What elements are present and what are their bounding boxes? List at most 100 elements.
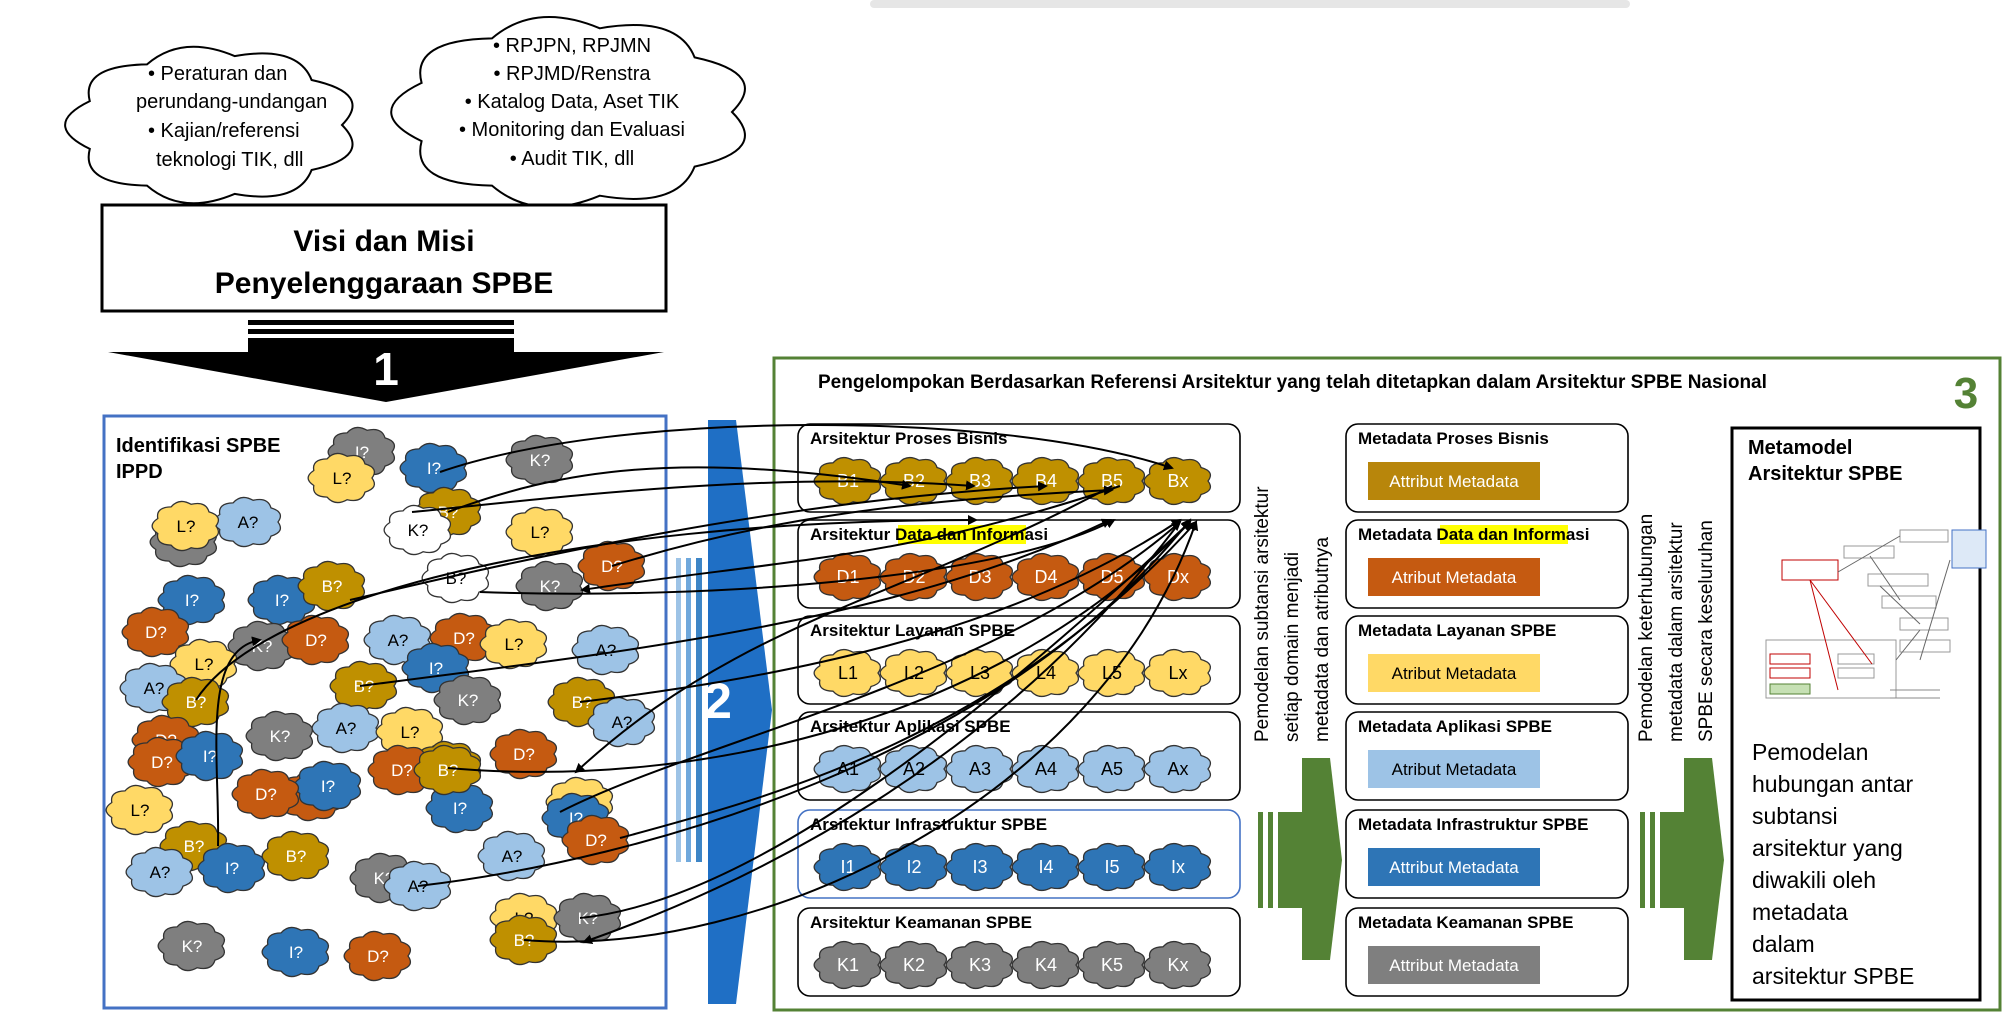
architecture-node: I3 [945,842,1014,892]
scattered-cloud-label: K? [458,691,479,710]
architecture-row-title: Arsitektur Proses Bisnis [810,429,1007,448]
architecture-node-label: Bx [1167,471,1188,491]
scattered-cloud: B? [261,830,330,882]
scattered-cloud-label: A? [502,847,523,866]
modeling-text-2: Pemodelan keterhubungan metadata dalam a… [1636,514,1717,742]
scattered-cloud: A? [213,496,282,548]
architecture-node-label: K5 [1101,955,1123,975]
metadata-attribute-box [1368,946,1540,984]
source-right-line: • Monitoring dan Evaluasi [459,119,685,141]
metadata-title: Metadata Proses Bisnis [1358,429,1549,448]
architecture-node-label: D4 [1034,567,1057,587]
scattered-cloud: D? [343,930,412,982]
scattered-cloud-label: L? [401,723,420,742]
metadata-title: Metadata Layanan SPBE [1358,621,1556,640]
architecture-node: I2 [879,842,948,892]
metadata-title: Metadata Data dan Informasi [1358,525,1589,544]
metadata-attribute-box [1368,750,1540,788]
scattered-cloud-label: A? [596,641,617,660]
metamodel-description-line: subtansi [1752,803,1838,829]
architecture-node-label: D5 [1100,567,1123,587]
connector-arrow [523,520,1199,943]
scattered-cloud: B? [161,676,230,728]
architecture-node-label: L4 [1036,663,1056,683]
architecture-node: Dx [1143,552,1212,602]
scattered-cloud-label: D? [305,631,327,650]
connector-arrows [195,424,1199,945]
source-right-line: • RPJPN, RPJMN [493,35,651,57]
scattered-cloud-label: I? [185,591,199,610]
architecture-node: D4 [1011,552,1080,602]
step1-label: 1 [373,343,399,395]
scattered-cloud-label: D? [367,947,389,966]
architecture-node-label: A5 [1101,759,1123,779]
connector-arrow [582,521,1181,945]
architecture-node-label: Ax [1167,759,1188,779]
step2-chevron: 2 [676,420,772,1004]
modeling-text-2-line1: Pemodelan keterhubungan [1636,514,1657,742]
metadata-box: Metadata Layanan SPBE Atribut Metadata [1345,615,1629,705]
scattered-cloud: K? [515,560,584,612]
source-left-line: • Kajian/referensi [148,120,300,142]
architecture-node-label: Dx [1167,567,1189,587]
scattered-cloud-label: K? [270,727,291,746]
architecture-node-label: Kx [1167,955,1188,975]
connector-arrow [195,515,978,701]
scattered-cloud: D? [121,606,190,658]
identification-panel: Identifikasi SPBE IPPD I?L?I?K?B?K?L?A?K… [102,414,668,1010]
scattered-cloud-label: A? [388,631,409,650]
scattered-cloud-label: D? [145,623,167,642]
scattered-cloud: A? [587,696,656,748]
scattered-cloud-label: I? [429,659,443,678]
connector-arrow [579,520,1192,919]
scattered-cloud: K? [383,504,452,556]
architecture-node-label: D3 [968,567,991,587]
scattered-cloud: B? [489,914,558,966]
metadata-attribute-label: Attribut Metadata [1389,858,1519,877]
architecture-node-label: I2 [906,857,921,877]
vision-line1: Visi dan Misi [293,225,474,258]
architecture-node-label: K1 [837,955,859,975]
modeling-text-2-line2: metadata dalam arsitektur [1666,522,1687,742]
scattered-cloud-label: K? [578,909,599,928]
scattered-cloud: A? [571,624,640,676]
scattered-cloud-label: I? [453,799,467,818]
metadata-attribute-label: Attribut Metadata [1389,956,1519,975]
identification-title-line2: IPPD [116,461,163,483]
scattered-cloud-label: I? [321,777,335,796]
scattered-cloud-label: B? [286,847,307,866]
scattered-cloud-label: B? [354,677,375,696]
metadata-attribute-label: Atribut Metadata [1392,664,1517,683]
metamodel-title-line2: Arsitektur SPBE [1748,463,1903,485]
scattered-cloud-label: I? [225,859,239,878]
scattered-cloud-label: D? [151,753,173,772]
scattered-cloud-label: K? [530,451,551,470]
source-cloud-planning: • RPJPN, RPJMN• RPJMD/Renstra• Katalog D… [390,16,746,208]
connector-arrow [359,518,1112,687]
modeling-text-1-line1: Pemodelan subtansi arsitektur [1252,486,1273,742]
connector-arrow [611,485,1114,567]
architecture-node: K3 [945,940,1014,990]
scattered-cloud: B? [297,560,366,612]
scattered-cloud-label: A? [150,863,171,882]
architecture-node: B4 [1011,456,1080,506]
scattered-cloud: K? [245,710,314,762]
metamodel-description-line: dalam [1752,931,1815,957]
connector-arrow [574,485,1113,774]
modeling-text-1-line2: setiap domain menjadi [1282,552,1303,742]
scattered-cloud-label: D? [601,557,623,576]
architecture-node: D1 [813,552,882,602]
scattered-cloud-label: L? [177,517,196,536]
architecture-node-label: A2 [903,759,925,779]
connector-arrow [580,485,1121,594]
scattered-cloud-label: A? [408,877,429,896]
architecture-node-label: A4 [1035,759,1057,779]
scattered-cloud: B? [413,744,482,796]
architecture-node-label: B2 [903,471,925,491]
scattered-cloud: I? [261,926,330,978]
